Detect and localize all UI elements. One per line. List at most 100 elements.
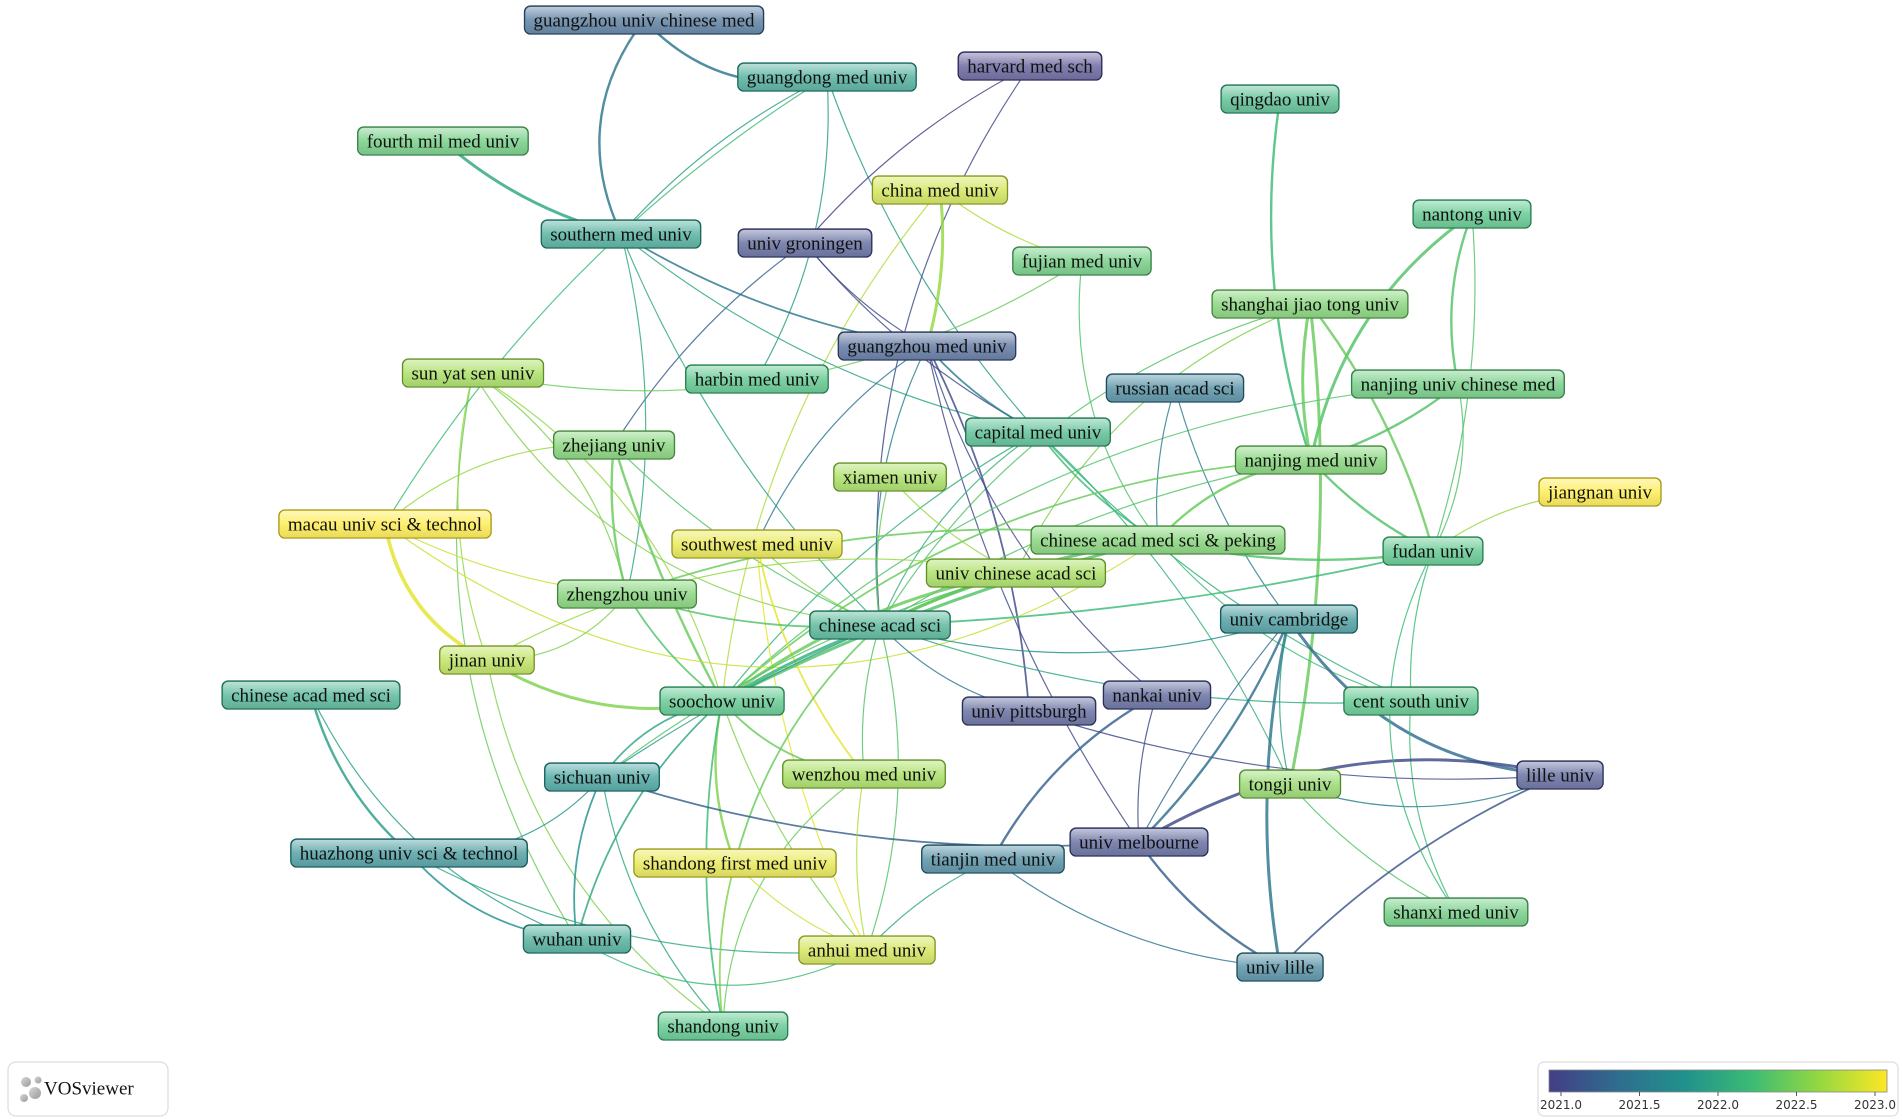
node-label: anhui med univ (808, 941, 927, 962)
collaboration-link (1269, 97, 1313, 462)
node-gloss (440, 647, 534, 673)
node-gloss (1344, 688, 1477, 714)
node-cams[interactable]: chinese acad med sci & peking (1030, 525, 1286, 555)
collaboration-link (576, 938, 868, 986)
node-scu[interactable]: sichuan univ (544, 762, 660, 792)
node-sjtu[interactable]: shanghai jiao tong univ (1211, 289, 1409, 319)
node-swmu[interactable]: southwest med univ (671, 529, 843, 559)
collaboration-link (1037, 431, 1412, 702)
node-pitt[interactable]: univ pittsburgh (961, 696, 1097, 726)
node-ccmu[interactable]: capital med univ (965, 417, 1111, 447)
node-lille[interactable]: lille univ (1516, 760, 1604, 790)
node-label: nankai univ (1112, 686, 1202, 707)
node-whu[interactable]: wuhan univ (522, 924, 632, 954)
node-cam[interactable]: univ cambridge (1219, 604, 1358, 634)
node-ntu[interactable]: nantong univ (1412, 199, 1532, 229)
node-tju[interactable]: tongji univ (1238, 769, 1342, 799)
collaboration-link (718, 862, 736, 1027)
node-label: univ groningen (747, 234, 863, 255)
collaboration-link (1137, 840, 1282, 969)
node-zju[interactable]: zhejiang univ (552, 430, 676, 460)
node-fdu[interactable]: fudan univ (1382, 536, 1484, 566)
node-gloss (922, 846, 1064, 872)
node-label: chinese acad med sci (231, 686, 391, 707)
node-must[interactable]: macau univ sci & technol (278, 509, 492, 539)
node-label: guangzhou univ chinese med (533, 11, 755, 32)
collaboration-link (926, 345, 1030, 712)
collaboration-link (879, 550, 1434, 626)
node-gloss (525, 7, 763, 33)
node-gloss (1222, 86, 1338, 112)
node-fjmu[interactable]: fujian med univ (1012, 246, 1152, 276)
node-label: fujian med univ (1022, 252, 1143, 273)
node-sdfmu[interactable]: shandong first med univ (633, 848, 837, 878)
node-smu[interactable]: southern med univ (540, 219, 702, 249)
node-jnu2[interactable]: jiangnan univ (1538, 477, 1662, 507)
node-tmu[interactable]: tianjin med univ (921, 844, 1065, 874)
node-label: univ chinese acad sci (936, 564, 1097, 585)
node-gloss (963, 698, 1095, 724)
node-jnu[interactable]: jinan univ (439, 645, 535, 675)
node-hrbmu[interactable]: harbin med univ (685, 364, 829, 394)
node-csu[interactable]: cent south univ (1343, 686, 1479, 716)
node-camsci[interactable]: chinese acad med sci (221, 680, 401, 710)
collaboration-link (620, 233, 1039, 433)
node-label: fourth mil med univ (367, 132, 520, 153)
node-sdu[interactable]: shandong univ (657, 1011, 789, 1041)
node-fmmu[interactable]: fourth mil med univ (357, 126, 529, 156)
node-cmu[interactable]: china med univ (871, 175, 1009, 205)
collaboration-link (722, 773, 865, 1027)
node-label: sichuan univ (554, 768, 651, 789)
node-gloss (1352, 371, 1564, 397)
node-xmu[interactable]: xiamen univ (833, 462, 947, 492)
node-gzmu[interactable]: guangzhou med univ (837, 331, 1017, 361)
node-cas[interactable]: chinese acad sci (809, 610, 951, 640)
node-wzmu[interactable]: wenzhou med univ (782, 759, 946, 789)
node-label: shanghai jiao tong univ (1221, 295, 1399, 316)
collaboration-link (384, 76, 828, 525)
node-gzucm[interactable]: guangzhou univ chinese med (523, 5, 765, 35)
collaboration-link (1308, 302, 1435, 553)
collaboration-link (861, 624, 881, 775)
node-rug[interactable]: univ groningen (737, 228, 873, 258)
collaboration-link (472, 372, 723, 702)
node-label: cent south univ (1353, 692, 1470, 713)
node-njucm[interactable]: nanjing univ chinese med (1350, 369, 1565, 399)
node-ucas[interactable]: univ chinese acad sci (925, 558, 1107, 588)
node-gloss (1013, 248, 1151, 274)
node-label: nanjing univ chinese med (1361, 375, 1556, 396)
node-ulille[interactable]: univ lille (1236, 952, 1324, 982)
node-zzu[interactable]: zhengzhou univ (556, 579, 698, 609)
node-gdmu[interactable]: guangdong med univ (737, 62, 917, 92)
node-hust[interactable]: huazhong univ sci & technol (290, 838, 528, 868)
collaboration-link (926, 345, 1158, 696)
node-gloss (799, 937, 935, 963)
node-sysu[interactable]: sun yat sen univ (401, 358, 545, 388)
node-label: univ pittsburgh (971, 702, 1087, 723)
node-gloss (834, 464, 946, 490)
collaboration-link (1279, 618, 1291, 785)
collaboration-link (1301, 302, 1313, 462)
node-sxmu[interactable]: shanxi med univ (1383, 897, 1529, 927)
collaboration-link (756, 345, 928, 545)
node-gloss (661, 688, 784, 714)
node-ras[interactable]: russian acad sci (1105, 373, 1245, 403)
node-unimelb[interactable]: univ melbourne (1069, 827, 1209, 857)
node-hms[interactable]: harvard med sch (957, 51, 1103, 81)
node-gloss (358, 128, 528, 154)
node-njmu[interactable]: nanjing med univ (1234, 445, 1388, 475)
collaboration-link (1409, 700, 1457, 913)
brand-name: VOSviewer (44, 1079, 134, 1100)
node-qdu[interactable]: qingdao univ (1220, 84, 1340, 114)
node-ahmu[interactable]: anhui med univ (798, 935, 936, 965)
node-nku[interactable]: nankai univ (1102, 680, 1212, 710)
node-suda[interactable]: soochow univ (659, 686, 785, 716)
collaboration-link (626, 593, 723, 702)
collaboration-link (879, 431, 1039, 626)
node-gloss (223, 682, 399, 708)
collaboration-link (721, 431, 1039, 702)
collaboration-link (721, 189, 941, 702)
collaboration-link (991, 693, 1159, 861)
